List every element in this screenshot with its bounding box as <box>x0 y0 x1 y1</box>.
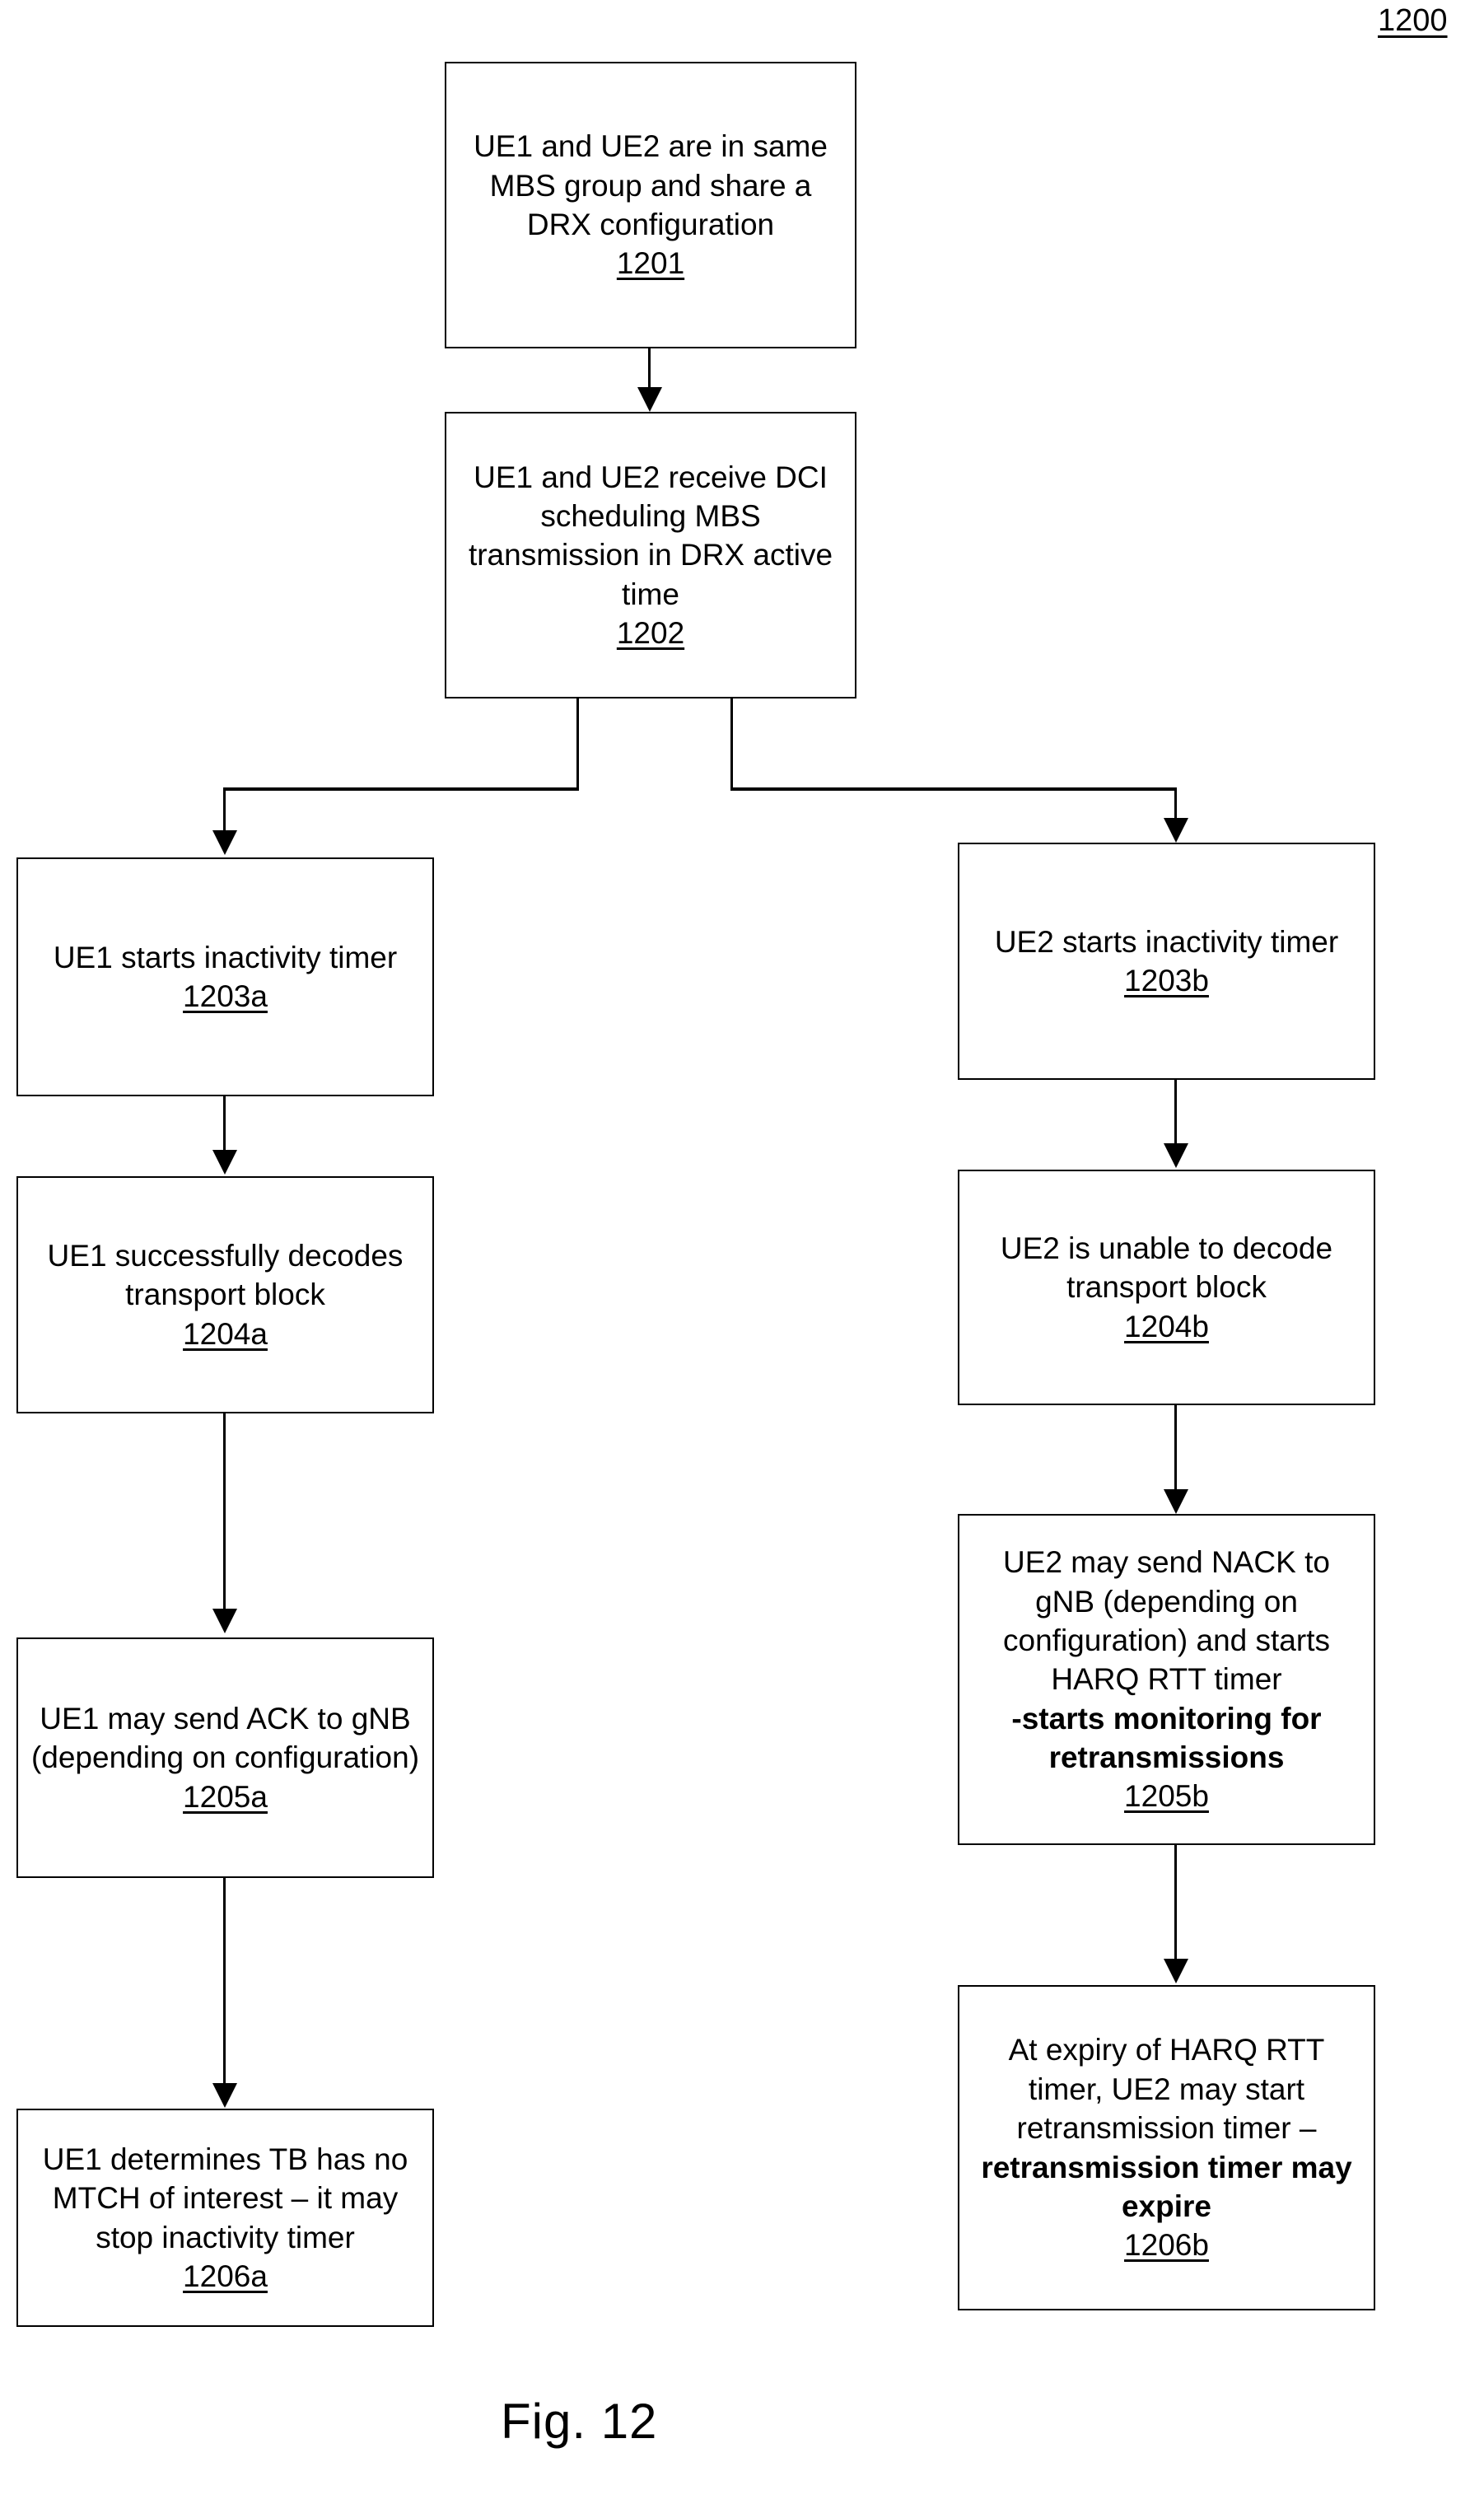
flow-box-1204a: UE1 successfully decodes transport block… <box>16 1176 434 1413</box>
flow-box-1203b-ref: 1203b <box>1124 964 1209 997</box>
connector-1202-1203a-arrow-icon <box>212 830 237 855</box>
flow-box-1204a-text: UE1 successfully decodes transport block <box>47 1238 404 1312</box>
connector-1202-1203b-arrow-icon <box>1164 818 1188 843</box>
connector-1203b-1204b-arrow-icon <box>1164 1143 1188 1168</box>
flow-box-1204a-ref: 1204a <box>183 1316 268 1351</box>
flow-box-1205a: UE1 may send ACK to gNB (depending on co… <box>16 1637 434 1878</box>
connector-1203a-1204a-arrow-icon <box>212 1150 237 1175</box>
flow-box-1202-ref: 1202 <box>616 616 685 651</box>
flow-box-1204b: UE2 is unable to decode transport block … <box>958 1170 1375 1405</box>
flow-box-1206b: At expiry of HARQ RTT timer, UE2 may sta… <box>958 1985 1375 2310</box>
connector-1204b-1205b-arrow-icon <box>1164 1489 1188 1514</box>
flow-box-1205a-text: UE1 may send ACK to gNB (depending on co… <box>30 1701 420 1775</box>
connector-1203a-1204a-line <box>223 1096 226 1152</box>
connector-1205a-1206a-line <box>223 1878 226 2086</box>
flow-box-1205b: UE2 may send NACK to gNB (depending on c… <box>958 1514 1375 1845</box>
flow-box-1203b-text: UE2 starts inactivity timer <box>994 924 1339 959</box>
flow-box-1203a-text: UE1 starts inactivity timer <box>53 940 398 974</box>
flow-box-1201-ref: 1201 <box>616 246 685 281</box>
figure-reference-number: 1200 <box>1378 3 1448 38</box>
flow-box-1206b-bold-text: retransmission timer may expire <box>981 2150 1352 2223</box>
flow-box-1205b-text: UE2 may send NACK to gNB (depending on c… <box>1003 1545 1330 1697</box>
figure-caption: Fig. 12 <box>501 2394 658 2449</box>
flow-box-1201-text: UE1 and UE2 are in same MBS group and sh… <box>474 129 828 241</box>
connector-1202-1203b-vertical <box>1174 787 1177 822</box>
flow-box-1204b-ref: 1204b <box>1124 1309 1209 1343</box>
flow-box-1206b-text: At expiry of HARQ RTT timer, UE2 may sta… <box>1008 2033 1325 2146</box>
flow-box-1202-text: UE1 and UE2 receive DCI scheduling MBS t… <box>468 460 833 611</box>
connector-1204b-1205b-line <box>1174 1405 1177 1492</box>
flow-box-1205b-ref: 1205b <box>1124 1779 1209 1814</box>
flow-box-1204b-text: UE2 is unable to decode transport block <box>1000 1231 1333 1305</box>
flow-box-1203b: UE2 starts inactivity timer 1203b <box>958 843 1375 1080</box>
connector-1201-1202-arrow-icon <box>637 387 662 412</box>
flow-box-1205b-bold-text: -starts monitoring for retransmissions <box>1011 1701 1322 1775</box>
flow-box-1203a: UE1 starts inactivity timer 1203a <box>16 857 434 1096</box>
connector-1202-1203b-horizontal <box>730 787 1177 791</box>
connector-1205b-1206b-line <box>1174 1845 1177 1960</box>
flow-box-1206a-ref: 1206a <box>183 2259 268 2293</box>
flow-box-1202: UE1 and UE2 receive DCI scheduling MBS t… <box>445 412 856 698</box>
connector-1204a-1205a-arrow-icon <box>212 1609 237 1633</box>
connector-1204a-1205a-line <box>223 1413 226 1611</box>
flow-box-1203a-ref: 1203a <box>183 979 268 1013</box>
flow-box-1201: UE1 and UE2 are in same MBS group and sh… <box>445 62 856 348</box>
flow-box-1206a-text: UE1 determines TB has no MTCH of interes… <box>42 2142 408 2254</box>
connector-1202-1203b-drop <box>730 698 733 791</box>
connector-1205a-1206a-arrow-icon <box>212 2083 237 2108</box>
flow-box-1205a-ref: 1205a <box>183 1779 268 1814</box>
flow-box-1206a: UE1 determines TB has no MTCH of interes… <box>16 2109 434 2327</box>
flow-box-1206b-ref: 1206b <box>1124 2228 1209 2263</box>
connector-1202-1203a-horizontal <box>223 787 579 791</box>
connector-1202-1203a-vertical <box>223 787 226 833</box>
connector-1201-1202-line <box>648 348 651 390</box>
connector-1203b-1204b-line <box>1174 1080 1177 1146</box>
connector-1202-1203a-drop <box>576 698 579 791</box>
connector-1205b-1206b-arrow-icon <box>1164 1959 1188 1983</box>
